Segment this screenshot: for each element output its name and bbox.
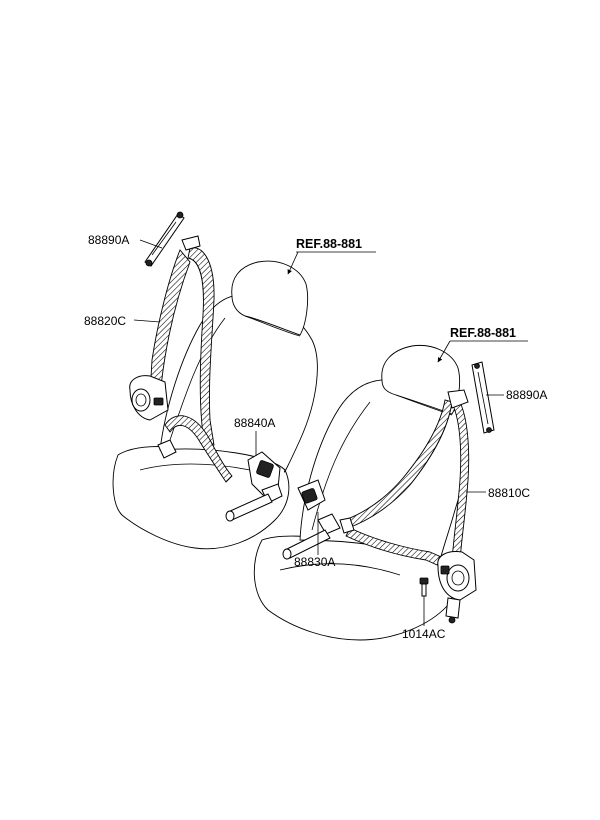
- leader-belt-left: [133, 319, 161, 323]
- label-anchor-right: 88890A: [506, 388, 547, 402]
- label-ref-left: REF.88-881: [296, 237, 362, 251]
- left-height-adjuster: [144, 211, 201, 267]
- ref-right-arrow: [437, 340, 451, 363]
- right-belt-guide: [447, 389, 469, 409]
- ref-left-arrow: [287, 251, 299, 275]
- left-seat-belt: [129, 247, 233, 483]
- left-headrest: [231, 260, 309, 336]
- label-bolt: 1014AC: [402, 627, 446, 641]
- label-belt-left: 88820C: [84, 314, 126, 328]
- left-buckle: [225, 451, 283, 522]
- label-belt-right: 88810C: [488, 486, 530, 500]
- right-height-adjuster: [471, 361, 495, 434]
- label-ref-right: REF.88-881: [450, 326, 516, 340]
- right-buckle: [282, 479, 355, 560]
- left-retractor: [129, 375, 169, 421]
- label-anchor-left: 88890A: [88, 233, 129, 247]
- label-buckle-right: 88830A: [294, 555, 335, 569]
- leader-anchor-left: [139, 239, 163, 249]
- left-belt-webbing-lap: [164, 415, 233, 483]
- right-seat-belt: [344, 389, 477, 624]
- label-buckle-left: 88840A: [234, 416, 275, 430]
- left-lower-anchor: [157, 439, 177, 459]
- right-seat: [253, 344, 467, 641]
- right-retractor: [437, 551, 477, 624]
